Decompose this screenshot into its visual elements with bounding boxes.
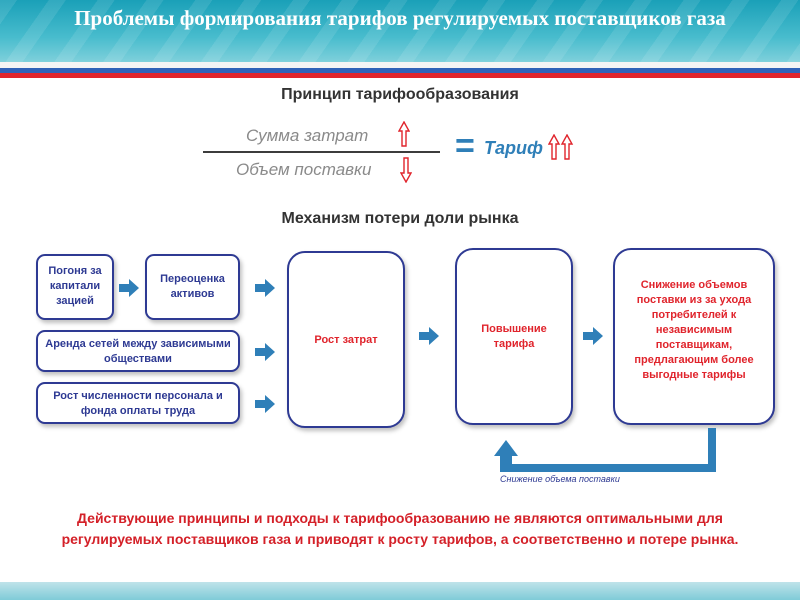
box-tariff-increase: Повышение тарифа [455,248,573,425]
flag-stripe-red [0,73,800,78]
box-cost-growth-text: Рост затрат [314,334,378,346]
flag-stripe-blue [0,68,800,73]
box-staff: Рост численности персонала и фонда оплат… [36,382,240,424]
feedback-arrow-icon [494,428,716,472]
box-capitalization: Погоня за капитали зацией [36,254,114,320]
principle-title: Принцип тарифообразования [281,86,519,103]
box-capitalization-text: Погоня за капитали зацией [48,265,102,307]
flag-stripe-white [0,62,800,68]
fraction-line [203,151,440,153]
box-volume-decrease: Снижение объемов поставки из за ухода по… [613,248,775,425]
right-arrow-icon [255,343,275,361]
box-cost-growth: Рост затрат [287,251,405,428]
right-arrow-icon [583,327,603,345]
box-staff-text: Рост численности персонала и фонда оплат… [53,390,223,417]
box-lease: Аренда сетей между зависимыми обществами [36,330,240,372]
down-arrow-icon [400,157,412,183]
up-arrow-icon [398,121,410,147]
box-revaluation-text: Переоценка активов [160,273,225,300]
mechanism-title: Механизм потери доли рынка [281,210,519,227]
formula-numerator: Сумма затрат [246,126,369,145]
double-up-arrow-icon [548,134,574,160]
right-arrow-icon [419,327,439,345]
header-banner: Проблемы формирования тарифов регулируем… [0,0,800,62]
box-tariff-increase-text: Повышение тарифа [481,323,547,350]
footer-bar [0,582,800,600]
formula-denominator: Объем поставки [236,160,372,179]
box-volume-decrease-text: Снижение объемов поставки из за ухода по… [634,279,754,381]
formula-result: Тариф [484,138,543,158]
feedback-caption: Снижение объема поставки [500,474,620,484]
right-arrow-icon [119,279,139,297]
box-revaluation: Переоценка активов [145,254,240,320]
right-arrow-icon [255,279,275,297]
equals-sign: = [455,127,475,165]
box-lease-text: Аренда сетей между зависимыми обществами [45,338,231,365]
conclusion-text: Действующие принципы и подходы к тарифоо… [61,510,739,547]
page-title: Проблемы формирования тарифов регулируем… [74,6,726,30]
right-arrow-icon [255,395,275,413]
